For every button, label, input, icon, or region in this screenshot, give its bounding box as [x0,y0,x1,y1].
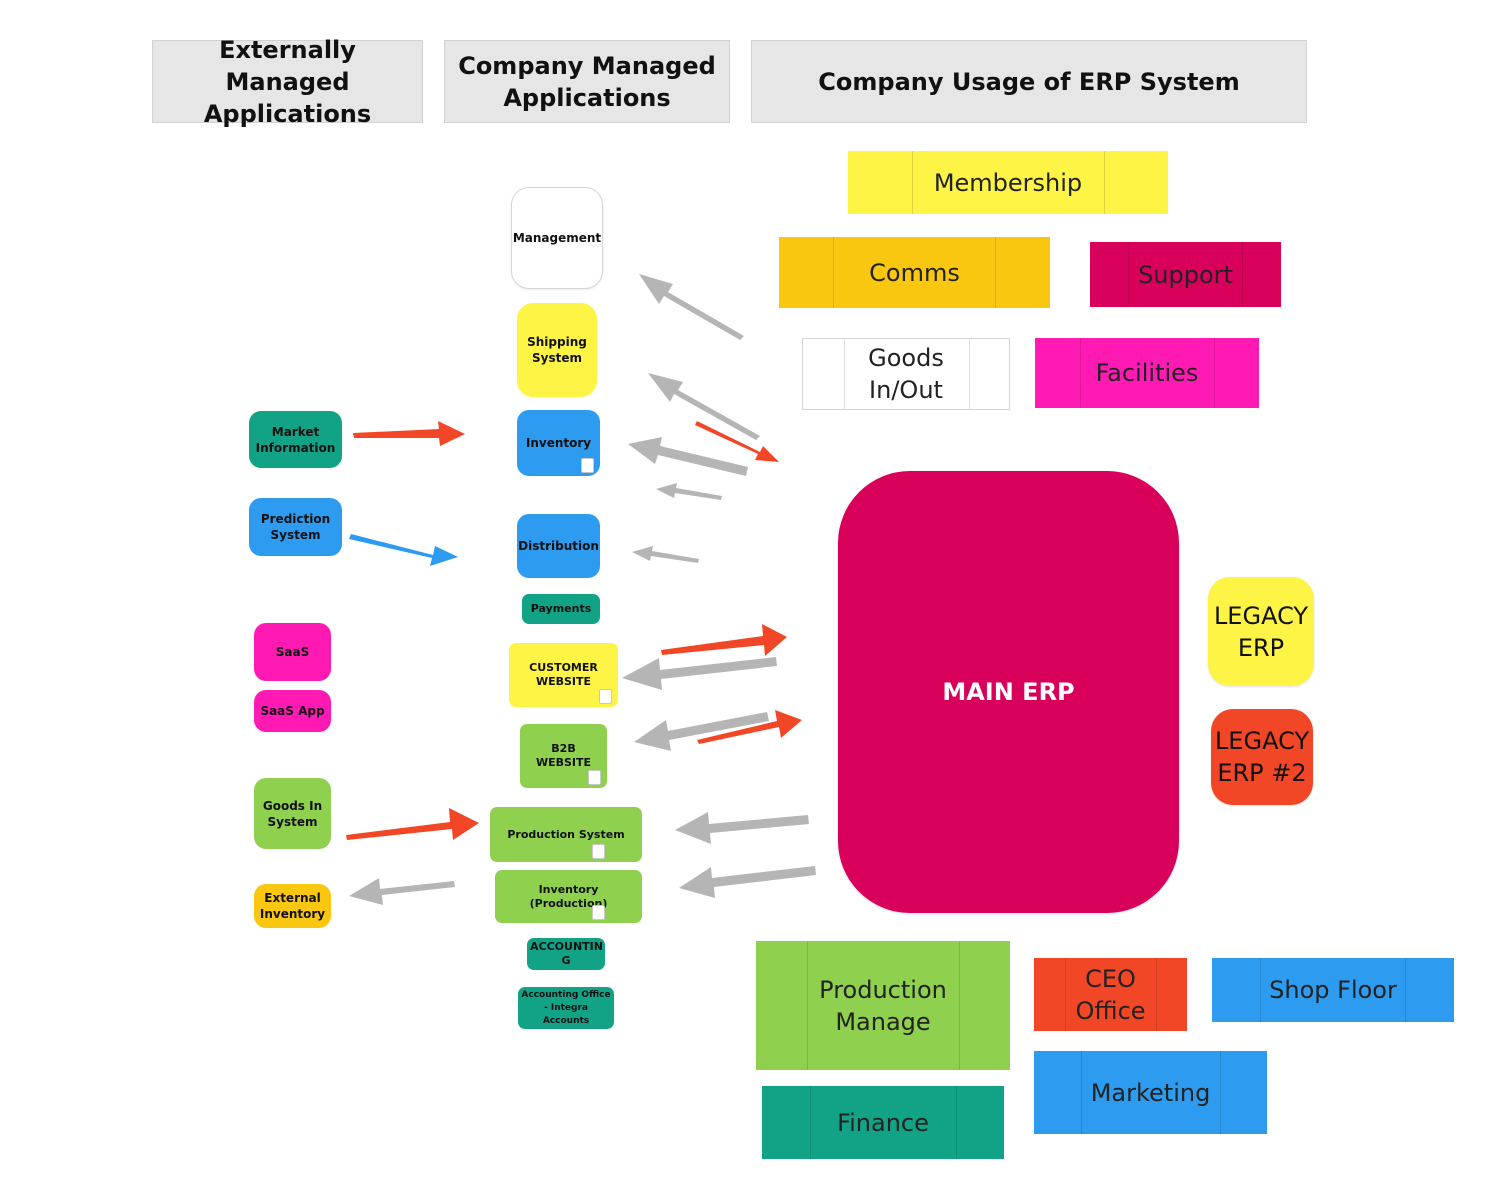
arrow-to-inventory-2 [656,483,722,500]
inventory-production-label: Inventory (Production) [529,882,608,910]
external-inventory-card[interactable]: External Inventory [254,884,331,928]
ceo-office-sticky[interactable]: CEO Office [1034,958,1187,1031]
shop-floor-sticky[interactable]: Shop Floor [1212,958,1454,1022]
divider [912,151,913,214]
divider [1220,1051,1221,1134]
inventory-production-card[interactable]: Inventory (Production) [495,870,642,923]
divider [1156,958,1157,1031]
divider [1065,958,1066,1031]
membership-label: Membership [933,168,1083,197]
support-sticky[interactable]: Support [1090,242,1281,307]
b2b-website-label: B2B WEBSITE [535,742,592,769]
accounting-office-card[interactable]: Accounting Office - Integra Accounts [518,987,614,1029]
arrow-to-customer-website [622,657,777,690]
divider [844,339,845,409]
comms-label: Comms [869,258,960,287]
gray-arrows [349,274,816,905]
market-information-card[interactable]: Market Information [249,411,342,468]
marketing-sticky[interactable]: Marketing [1034,1051,1267,1134]
production-manage-sticky[interactable]: Production Manage [756,941,1010,1070]
accounting-card[interactable]: ACCOUNTIN G [527,938,605,970]
arrow-to-shipping [648,373,760,440]
customer-website-card[interactable]: CUSTOMER WEBSITE [509,643,618,707]
goods-in-out-sticky[interactable]: Goods In/Out [802,338,1010,410]
prediction-system-card[interactable]: Prediction System [249,498,342,556]
b2b-website-card[interactable]: B2B WEBSITE [520,724,607,788]
facilities-label: Facilities [1095,359,1199,387]
membership-sticky[interactable]: Membership [848,151,1168,214]
document-icon [592,905,605,920]
document-icon [581,458,594,473]
arrow-to-inventory-production [679,866,816,898]
distribution-card[interactable]: Distribution [517,514,600,578]
arrow-inventory-to-erp [695,421,779,462]
arrow-to-management [639,274,744,340]
arrow-market-to-inventory [353,421,465,446]
production-system-label: Production System [507,827,625,841]
facilities-sticky[interactable]: Facilities [1035,338,1259,408]
arrow-to-inventory-1 [628,437,748,476]
ceo-office-label: CEO Office [1075,964,1146,1025]
support-label: Support [1138,260,1233,289]
legacy-erp-2-card[interactable]: LEGACY ERP #2 [1211,709,1313,805]
management-card[interactable]: Management [511,187,603,289]
arrow-b2b-to-erp [697,710,802,744]
document-icon [588,770,601,785]
shipping-system-card[interactable]: Shipping System [517,303,597,397]
arrow-prediction-to-distribution [349,534,458,566]
document-icon [599,689,612,704]
finance-sticky[interactable]: Finance [762,1086,1004,1159]
arrow-to-production-system [675,812,809,844]
payments-card[interactable]: Payments [522,594,600,624]
customer-website-label: CUSTOMER WEBSITE [529,661,598,688]
inventory-card[interactable]: Inventory [517,410,600,476]
divider [969,339,970,409]
arrow-to-external-inventory [349,878,455,905]
production-system-card[interactable]: Production System [490,807,642,862]
inventory-label: Inventory [525,436,592,450]
arrow-to-distribution [632,546,699,563]
goods-in-out-label: Goods In/Out [868,344,944,404]
document-icon [592,844,605,859]
arrow-goods-in-to-production [346,808,479,840]
header-externally-managed: Externally Managed Applications [152,36,423,128]
legacy-erp-card[interactable]: LEGACY ERP [1208,577,1314,686]
header-company-usage: Company Usage of ERP System [751,40,1307,123]
blue-arrows [349,534,458,566]
divider [807,941,808,1070]
accounting-label: ACCOUNTIN G [530,940,603,967]
divider [1260,958,1261,1022]
divider [995,237,996,308]
divider [1405,958,1406,1022]
divider [1080,338,1081,408]
finance-label: Finance [837,1108,929,1137]
divider [959,941,960,1070]
red-arrows [346,421,802,840]
divider [833,237,834,308]
divider [956,1086,957,1159]
divider [1081,1051,1082,1134]
shop-floor-label: Shop Floor [1269,976,1397,1004]
divider [1104,151,1105,214]
divider [810,1086,811,1159]
divider [1214,338,1215,408]
arrow-to-b2b-website [634,712,769,751]
production-manage-label: Production Manage [819,975,947,1036]
goods-in-system-card[interactable]: Goods In System [254,778,331,849]
comms-sticky[interactable]: Comms [779,237,1050,308]
arrow-customer-website-to-erp [661,624,787,656]
main-erp-block[interactable]: MAIN ERP [838,471,1179,913]
divider [1128,242,1129,307]
saas-app-card[interactable]: SaaS App [254,690,331,732]
marketing-label: Marketing [1090,1078,1211,1107]
divider [1242,242,1243,307]
header-company-managed: Company Managed Applications [444,40,730,123]
saas-card[interactable]: SaaS [254,623,331,681]
